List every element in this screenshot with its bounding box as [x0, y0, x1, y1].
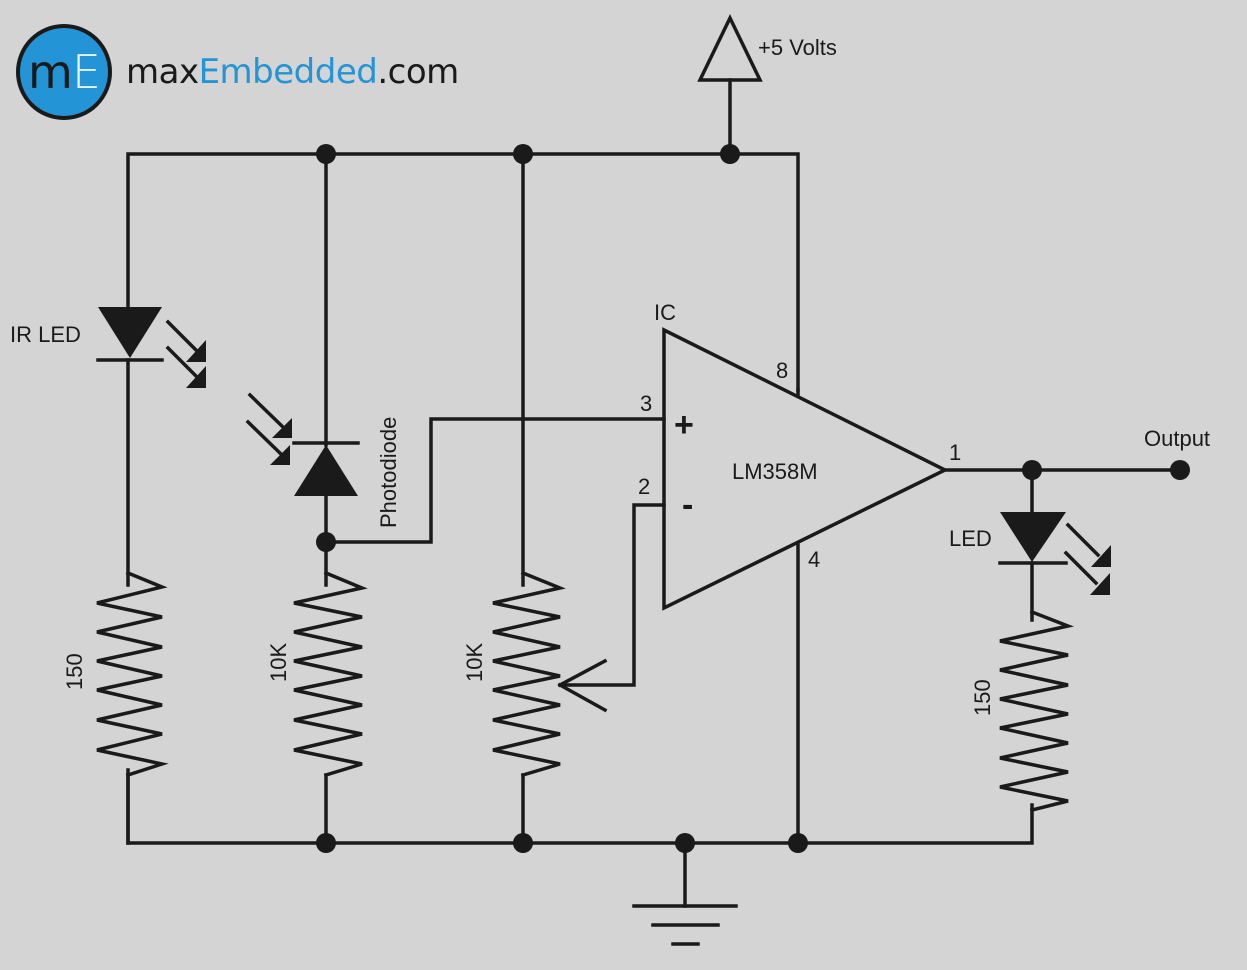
- supply-label: +5 Volts: [758, 35, 837, 60]
- pin-8-label: 8: [776, 358, 788, 383]
- junction-dot: [513, 833, 533, 853]
- resistor-r1: [96, 570, 169, 845]
- r2-value: 10K: [266, 643, 291, 682]
- gnd-rail: [126, 768, 1034, 845]
- pin-1-label: 1: [949, 440, 961, 465]
- output-terminal: [1170, 460, 1190, 480]
- potentiometer: [492, 152, 666, 845]
- indicator-led: [998, 468, 1111, 622]
- logo-badge-m: m: [28, 45, 73, 99]
- op-amp: [662, 327, 949, 845]
- minus-sign: -: [682, 486, 693, 524]
- resistor-r2: [293, 570, 368, 845]
- logo-suffix: .com: [377, 52, 459, 92]
- junction-dot: [720, 144, 740, 164]
- ic-part: LM358M: [732, 459, 818, 484]
- junction-dot: [316, 144, 336, 164]
- ic-label: IC: [654, 300, 676, 325]
- junctions: [316, 144, 1190, 853]
- resistor-r4: [999, 609, 1075, 813]
- junction-dot: [1022, 460, 1042, 480]
- plus-sign: +: [674, 406, 694, 444]
- ir-led-label: IR LED: [10, 322, 81, 347]
- pin-2-label: 2: [638, 474, 650, 499]
- pot-value: 10K: [462, 643, 487, 682]
- ground-symbol: [632, 841, 738, 946]
- junction-dot: [788, 833, 808, 853]
- logo-brand: Embedded: [198, 52, 378, 92]
- logo-wordmark: maxEmbedded.com: [126, 52, 459, 92]
- noninv-input-wire: [324, 417, 666, 544]
- vcc-rail: [126, 152, 800, 392]
- logo-badge-e: E: [71, 45, 101, 99]
- led-label: LED: [949, 526, 992, 551]
- r4-value: 150: [970, 679, 995, 716]
- output-label: Output: [1144, 426, 1210, 451]
- pin-3-label: 3: [640, 391, 652, 416]
- junction-dot: [316, 833, 336, 853]
- photodiode-label: Photodiode: [376, 417, 401, 528]
- junction-dot: [675, 833, 695, 853]
- ir-led: [96, 307, 206, 587]
- logo-prefix: max: [126, 52, 199, 92]
- junction-dot: [513, 144, 533, 164]
- supply-symbol: [697, 13, 763, 156]
- junction-dot: [316, 532, 336, 552]
- photodiode: [245, 152, 360, 587]
- pin-4-label: 4: [808, 547, 820, 572]
- r1-value: 150: [62, 653, 87, 690]
